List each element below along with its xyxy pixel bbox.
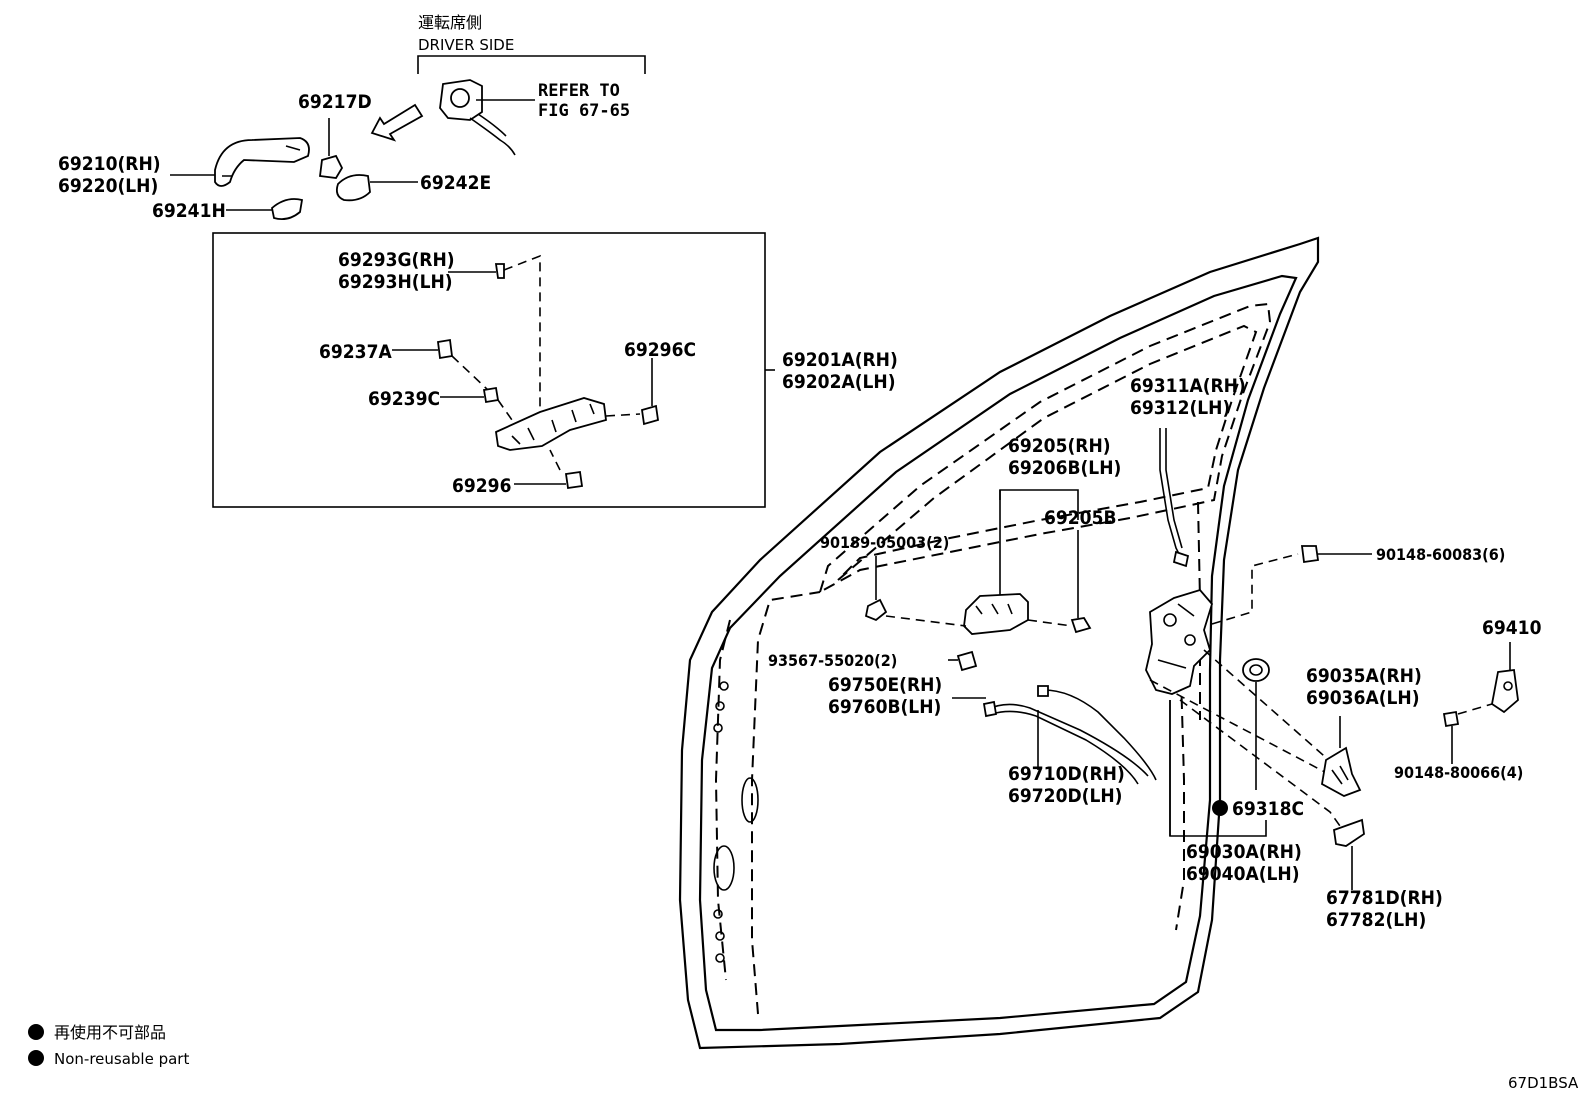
legend: 再使用不可部品 Non-reusable part [28, 1023, 189, 1068]
label-69312-lh: 69312(LH) [1130, 397, 1230, 419]
retainer-clip-part [864, 598, 888, 622]
assembly-arrow-icon [370, 103, 424, 142]
screw-69296C-part [640, 404, 660, 426]
label-69205B: 69205B [1044, 507, 1117, 529]
fig-ref-label: FIG 67-65 [538, 101, 630, 121]
handle-gasket-front-part [271, 198, 304, 221]
legend-jp-label: 再使用不可部品 [54, 1023, 166, 1042]
label-69750E-rh: 69750E(RH) [828, 674, 942, 696]
lock-screw-group [1300, 545, 1372, 564]
label-69720D-lh: 69720D(LH) [1008, 785, 1122, 807]
figure-code: 67D1BSA [1508, 1074, 1579, 1092]
label-69237A: 69237A [319, 341, 392, 363]
outside-handle-group [170, 118, 418, 221]
label-69217D: 69217D [298, 91, 372, 113]
label-69293H-lh: 69293H(LH) [338, 271, 453, 293]
label-69239C: 69239C [368, 388, 440, 410]
label-90148-80066: 90148-80066(4) [1394, 763, 1523, 782]
handle-pad-part [318, 154, 344, 179]
lock-cover-group [1321, 716, 1362, 797]
lock-rod-part [1159, 428, 1190, 568]
label-69036A-lh: 69036A(LH) [1306, 687, 1420, 709]
label-69202A-lh: 69202A(LH) [782, 371, 896, 393]
driver-side-label: DRIVER SIDE [418, 36, 514, 54]
label-69710D-rh: 69710D(RH) [1008, 763, 1125, 785]
striker-screw-part [1442, 710, 1460, 728]
handle-frame-box [212, 232, 775, 508]
handle-bezel-part [1070, 617, 1092, 634]
label-93567-55020: 93567-55020(2) [768, 651, 897, 670]
legend-en-label: Non-reusable part [54, 1050, 189, 1068]
label-69242E: 69242E [420, 172, 491, 194]
label-69311A-rh: 69311A(RH) [1130, 375, 1246, 397]
label-69296: 69296 [452, 475, 511, 497]
hinge-holes [713, 681, 759, 963]
label-69318C: 69318C [1232, 798, 1304, 820]
non-reusable-marker-icon [1212, 800, 1228, 816]
label-69410: 69410 [1482, 617, 1542, 639]
striker-group [1442, 642, 1519, 764]
label-69220-lh: 69220(LH) [58, 175, 158, 197]
service-hole-seal-part [1333, 818, 1365, 847]
legend-marker-icon-jp [28, 1024, 44, 1040]
inside-handle-group [963, 489, 1092, 635]
door-lock-assembly-group [1145, 553, 1341, 837]
label-69241H: 69241H [152, 200, 226, 222]
outside-handle-part [214, 137, 310, 187]
label-69030A-rh: 69030A(RH) [1186, 841, 1302, 863]
label-90189-05003: 90189-05003(2) [820, 533, 949, 552]
refer-to-label: REFER TO [538, 81, 620, 101]
striker-part [1491, 668, 1519, 714]
grommet-group [1212, 658, 1270, 816]
handle-gasket-rear-part [335, 174, 371, 202]
seal-group [1333, 818, 1365, 890]
grommet-part [1242, 658, 1270, 682]
label-69760B-lh: 69760B(LH) [828, 696, 941, 718]
label-69210-rh: 69210(RH) [58, 153, 161, 175]
lock-cover-part [1321, 746, 1362, 797]
label-69296C: 69296C [624, 339, 696, 361]
cap-part [436, 338, 454, 360]
inside-handle-part [963, 593, 1029, 635]
label-69293G-rh: 69293G(RH) [338, 249, 455, 271]
lock-screw-part [1300, 545, 1320, 564]
label-69201A-rh: 69201A(RH) [782, 349, 898, 371]
legend-marker-icon-en [28, 1050, 44, 1066]
label-69040A-lh: 69040A(LH) [1186, 863, 1300, 885]
door-lock-assembly-part [1145, 588, 1214, 695]
tapping-screw-part [956, 650, 978, 672]
label-67782-lh: 67782(LH) [1326, 909, 1426, 931]
driver-side-bracket [417, 55, 646, 74]
frame-assembly-box [212, 232, 766, 508]
lock-cable-group [952, 685, 1157, 785]
driver-side-header: 運転席側 DRIVER SIDE REFER TO FIG 67-65 [417, 13, 646, 121]
label-69205-rh: 69205(RH) [1008, 435, 1111, 457]
door-panel [678, 236, 1320, 1050]
handle-frame-part [495, 397, 607, 451]
label-90148-60083: 90148-60083(6) [1376, 545, 1505, 564]
label-69206B-lh: 69206B(LH) [1008, 457, 1121, 479]
seal-part [482, 386, 500, 404]
lock-cylinder-part [439, 79, 535, 156]
screw-69296-part [564, 470, 584, 490]
clip-part [494, 263, 505, 279]
tapping-screw-group [948, 650, 978, 672]
retainer-clip-group [864, 556, 967, 627]
driver-side-jp-label: 運転席側 [418, 13, 482, 32]
label-69035A-rh: 69035A(RH) [1306, 665, 1422, 687]
label-67781D-rh: 67781D(RH) [1326, 887, 1443, 909]
